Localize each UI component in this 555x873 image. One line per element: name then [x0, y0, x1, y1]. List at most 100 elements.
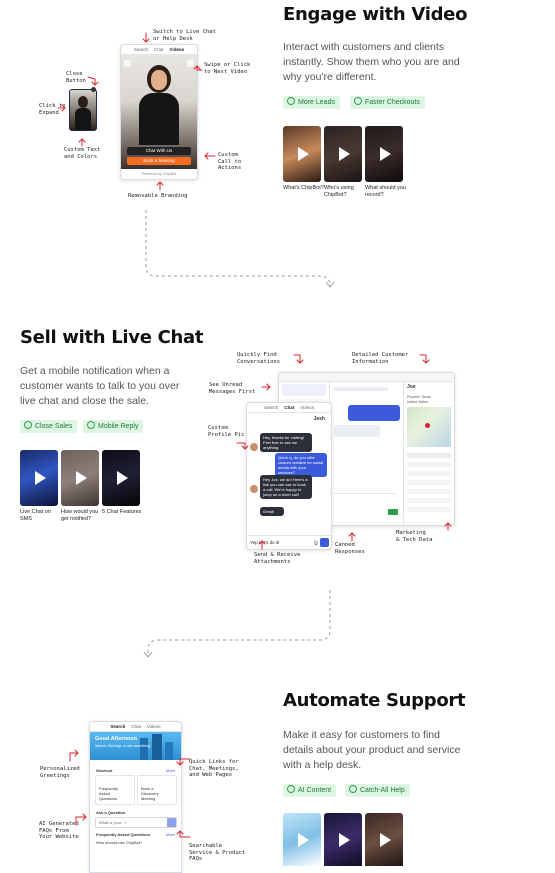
reply-box[interactable] — [334, 493, 396, 512]
video-thumbnail[interactable] — [324, 126, 362, 182]
annotation-marketing: Marketing & Tech Data — [396, 530, 433, 543]
automate-title: Automate Support — [283, 690, 466, 711]
expand-preview[interactable] — [69, 89, 97, 131]
tab-videos[interactable]: Videos — [300, 405, 314, 410]
tab-search[interactable]: Search — [133, 47, 149, 52]
tab-search[interactable]: Search — [110, 724, 126, 729]
check-circle-icon — [24, 421, 32, 429]
powered-by: Powered by ChipBot — [141, 172, 177, 176]
annotation-branding: Removable Branding — [128, 193, 188, 199]
badge-faster-checkouts: Faster Checkouts — [350, 96, 425, 109]
thumbnail-caption: What's ChipBot? — [283, 185, 324, 191]
annotation-custom-text: Custom Text and Colors — [64, 147, 101, 160]
video-thumbnail[interactable] — [102, 450, 140, 506]
tab-chat[interactable]: Chat — [284, 405, 295, 410]
badge-more-leads: More Leads — [283, 96, 340, 109]
thumbnail-caption: 5 Chat Features — [102, 509, 142, 515]
check-circle-icon — [287, 785, 295, 793]
visitor-location: Phoenix, Texas — [407, 395, 431, 399]
annotation-quick-links: Quick Links for Chat, Meetings, and Web … — [189, 759, 239, 778]
inbox-header — [279, 373, 454, 382]
close-icon[interactable] — [91, 87, 96, 92]
greeting-subtitle: Search, find help, or ask something — [95, 744, 150, 748]
thumbnail-caption: Live Chat on SMS — [20, 509, 51, 522]
quick-link-faq[interactable]: Frequently Asked Questions — [95, 775, 135, 805]
faq-label: Frequently Asked Questions — [96, 832, 151, 837]
badge-ai-content: AI Content — [283, 784, 337, 797]
tab-chat[interactable]: Chat — [154, 47, 164, 52]
sell-description: Get a mobile notification when a custome… — [20, 365, 180, 407]
chat-with-us-button[interactable]: Chat With Us — [127, 147, 191, 155]
greeting-banner: Good Afternoon Search, find help, or ask… — [90, 732, 181, 760]
video-thumbnail[interactable] — [365, 126, 403, 182]
tab-videos[interactable]: Videos — [146, 724, 161, 729]
arrow-icon — [236, 354, 452, 550]
inbox-chat-pane — [330, 381, 402, 525]
annotation-switch: Switch to Live Chat or Help Desk — [153, 29, 216, 42]
attachment-icon[interactable] — [313, 539, 319, 546]
annotation-details: Detailed Customer Information — [352, 352, 409, 365]
tab-videos[interactable]: Videos — [169, 47, 185, 52]
location-map — [407, 407, 451, 447]
person-face — [151, 70, 167, 90]
close-icon[interactable] — [187, 60, 194, 67]
video-thumbnail[interactable] — [324, 813, 362, 866]
faq-more-link[interactable]: More — [165, 832, 175, 837]
play-icon — [339, 832, 350, 847]
sell-title: Sell with Live Chat — [20, 327, 204, 348]
faq-item[interactable]: Who should use ChipBot? — [96, 840, 143, 845]
annotation-close: Close Button — [66, 71, 86, 84]
person-body — [139, 93, 179, 145]
check-circle-icon — [349, 785, 357, 793]
annotation-unread: See Unread Messages First — [209, 382, 256, 395]
conversation-item[interactable] — [282, 384, 326, 396]
video-thumbnail[interactable] — [365, 813, 403, 866]
customer-details: Joe Phoenix, Texas United States — [403, 381, 454, 525]
avatar — [250, 443, 258, 451]
annotation-expand: Click to Expand — [39, 103, 66, 116]
annotation-cta: Custom Call to Actions — [218, 152, 242, 171]
book-meeting-button[interactable]: Book a Meeting — [127, 157, 191, 165]
annotation-swipe: Swipe or Click to Next Video — [204, 62, 251, 75]
agent-message: Great! — [260, 507, 284, 516]
search-icon[interactable] — [167, 818, 176, 827]
nav-left-icon[interactable] — [124, 60, 131, 67]
more-link[interactable]: More — [165, 768, 175, 773]
ask-input[interactable]: What is your...? — [95, 817, 177, 828]
visitor-country: United States — [407, 400, 429, 404]
greeting-title: Good Afternoon — [95, 736, 137, 742]
send-button[interactable] — [388, 509, 398, 515]
quick-link-meeting[interactable]: Book a Discovery Meeting — [137, 775, 177, 805]
annotation-searchable: Searchable Service & Product FAQs — [189, 843, 246, 862]
connector-line — [145, 210, 335, 288]
visitor-message: Quick q, do you offer custom creative fo… — [275, 453, 327, 477]
tab-search[interactable]: Search — [264, 405, 279, 410]
send-icon[interactable] — [320, 538, 329, 547]
chat-input-bar: Yep Let's do it! — [247, 535, 331, 549]
thumbnail-caption: How would you get notified? — [61, 509, 99, 522]
chat-input[interactable]: Yep Let's do it! — [250, 540, 280, 545]
ask-label: Ask a Question — [96, 810, 126, 815]
video-thumbnail[interactable] — [283, 126, 321, 182]
badge-mobile-reply: Mobile Reply — [83, 420, 144, 433]
thumbnail-caption: Who's using ChipBot? — [324, 185, 354, 198]
annotation-ai-faqs: AI Generated FAQs From Your Website — [39, 821, 79, 840]
incoming-message — [334, 387, 388, 391]
play-icon — [76, 471, 87, 485]
widget-tabs: Search Chat Videos — [90, 722, 181, 732]
outgoing-message — [348, 405, 400, 421]
annotation-quick-find: Quickly Find Conversations — [237, 352, 281, 365]
video-widget-mockup: Search Chat Videos Chat With Us Book a M… — [120, 44, 198, 180]
badge-catch-all-help: Catch-All Help — [345, 784, 410, 797]
widget-tabs: Search Chat Videos — [247, 403, 331, 413]
video-thumbnail[interactable] — [20, 450, 58, 506]
agent-message: Hey Joe, we do! Here's a link you can us… — [260, 475, 312, 499]
avatar — [250, 485, 258, 493]
help-desk-mockup: Search Chat Videos Good Afternoon Search… — [89, 721, 182, 873]
tab-chat[interactable]: Chat — [131, 724, 141, 729]
video-thumbnail[interactable] — [61, 450, 99, 506]
play-icon — [35, 471, 46, 485]
play-icon — [380, 832, 391, 847]
mobile-chat-mockup: Search Chat Videos Jesh Hey, thanks for … — [246, 402, 332, 550]
video-thumbnail[interactable] — [283, 813, 321, 866]
